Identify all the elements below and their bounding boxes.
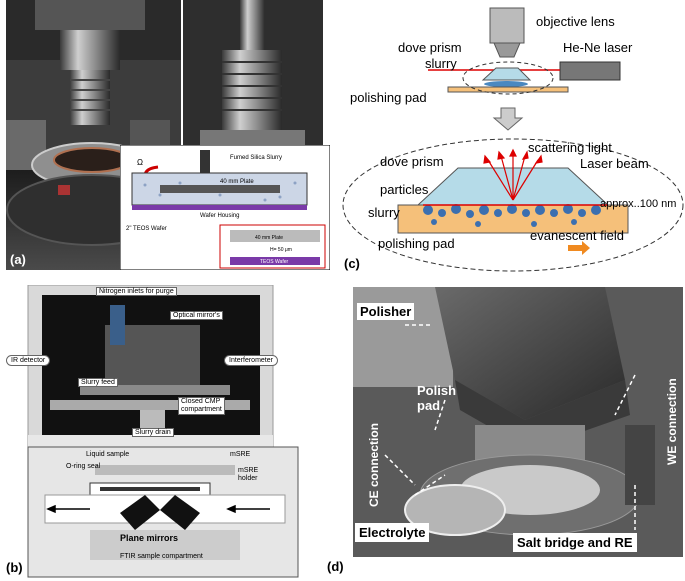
- panel-c-label: (c): [344, 256, 360, 271]
- msre-holder-line1: mSRE: [238, 467, 259, 474]
- nitrogen-label: Nitrogen inlets for purge: [96, 287, 177, 296]
- liquid-sample-label: Liquid sample: [86, 451, 130, 458]
- polishing-pad-label: polishing pad: [378, 236, 455, 251]
- slurry-top-label: slurry: [425, 56, 457, 71]
- slurry-feed-label: Slurry feed: [78, 378, 118, 387]
- panel-d: Polisher Polish pad CE connection WE con…: [325, 285, 685, 581]
- slurry-label: slurry: [368, 205, 400, 220]
- particles-label: particles: [380, 182, 429, 197]
- panel-c: objective lens dove prism slurry He-Ne l…: [338, 0, 685, 275]
- evanescent-arrow-icon: [568, 241, 590, 255]
- polisher-label: Polisher: [357, 303, 415, 320]
- zoom-gap-label: H= 50 μm: [270, 247, 292, 253]
- we-connection-label: WE connection: [665, 378, 679, 465]
- plate-label: 40 mm Plate: [220, 179, 254, 185]
- ftir-label: FTIR sample compartment: [120, 553, 203, 560]
- zoom-plate-label: 40 mm Plate: [255, 235, 283, 241]
- oring-label: O-ring seal: [66, 463, 101, 470]
- panel-a-label: (a): [10, 252, 26, 267]
- objective-lens-label: objective lens: [536, 14, 615, 29]
- msre-label: mSRE: [230, 451, 251, 458]
- dove-prism-top-label: dove prism: [398, 40, 462, 55]
- plane-mirror-right-icon: [160, 495, 200, 530]
- panel-b: Nitrogen inlets for purge Optical mirror…: [0, 285, 330, 581]
- closed-cmp-line2: compartment: [181, 406, 222, 413]
- polish-label: Polish: [417, 383, 457, 398]
- laser-beam-label: Laser beam: [580, 156, 649, 171]
- panel-d-label: (d): [327, 559, 344, 574]
- optical-mirrors-label: Optical mirror's: [170, 311, 223, 320]
- polish-pad-label: Polish pad: [417, 383, 456, 413]
- evanescent-label: evanescent field: [530, 228, 624, 243]
- slurry-label: Fumed Silica Slurry: [230, 155, 282, 161]
- plane-mirrors-label: Plane mirrors: [120, 533, 179, 543]
- panel-a: Ω Fumed Silica Slurry 40 mm Plate Wafer …: [0, 0, 330, 275]
- electrolyte-label: Electrolyte: [355, 523, 430, 542]
- closed-cmp-line1: Closed CMP: [181, 398, 221, 405]
- laser-label: He-Ne laser: [563, 40, 633, 55]
- laser-icon: [559, 61, 621, 81]
- plane-mirror-left-icon: [120, 495, 160, 530]
- approx-label: approx..100 nm: [600, 198, 677, 210]
- msre-holder-line2: holder: [238, 475, 258, 482]
- housing-label: Wafer Housing: [200, 213, 239, 219]
- interferometer-label: Interferometer: [224, 355, 278, 366]
- wafer-label: 2" TEOS Wafer: [126, 226, 167, 232]
- omega-label: Ω: [137, 158, 143, 167]
- pad-label: pad: [417, 398, 441, 413]
- panel-a-inset: Ω Fumed Silica Slurry 40 mm Plate Wafer …: [120, 145, 330, 270]
- closed-cmp-label: Closed CMP compartment: [178, 397, 225, 415]
- panel-b-label: (b): [6, 560, 23, 575]
- ce-connection-label: CE connection: [367, 422, 381, 507]
- polishing-pad-top-label: polishing pad: [350, 90, 427, 105]
- panel-c-diagram: [342, 7, 684, 272]
- scattering-light-label: scattering light: [528, 140, 612, 155]
- msre-holder-label: mSRE holder: [238, 467, 258, 483]
- ir-detector-label: IR detector: [6, 355, 51, 366]
- zoom-wafer-label: TEOS Wafer: [260, 259, 288, 265]
- slurry-drain-label: Slurry drain: [132, 428, 174, 437]
- panel-b-photo: [27, 285, 299, 578]
- dove-prism-label: dove prism: [380, 154, 444, 169]
- salt-bridge-label: Salt bridge and RE: [513, 533, 637, 552]
